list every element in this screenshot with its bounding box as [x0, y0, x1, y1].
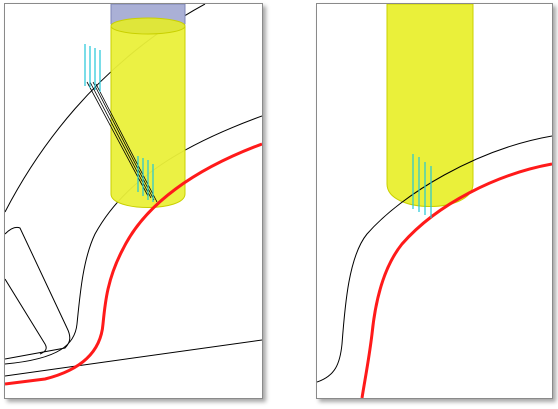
inner-boundary-contour-2 — [5, 278, 47, 355]
bottom-line-contour — [5, 339, 262, 377]
cyan-markers — [412, 154, 432, 218]
left-view-panel — [4, 3, 263, 399]
inner-boundary-contour — [5, 226, 71, 360]
cyan-markers-bottom — [137, 156, 154, 202]
tool-cylinder-icon — [386, 4, 474, 207]
right-view-drawing — [317, 4, 552, 398]
tool-top-ellipse-icon — [110, 17, 186, 35]
toolpath-curve — [5, 142, 262, 386]
left-view-drawing — [5, 4, 262, 386]
cyan-markers-top — [84, 44, 101, 92]
toolpath-curve — [360, 162, 552, 398]
right-view-panel — [316, 3, 553, 399]
offset-curve-contour — [317, 135, 552, 383]
